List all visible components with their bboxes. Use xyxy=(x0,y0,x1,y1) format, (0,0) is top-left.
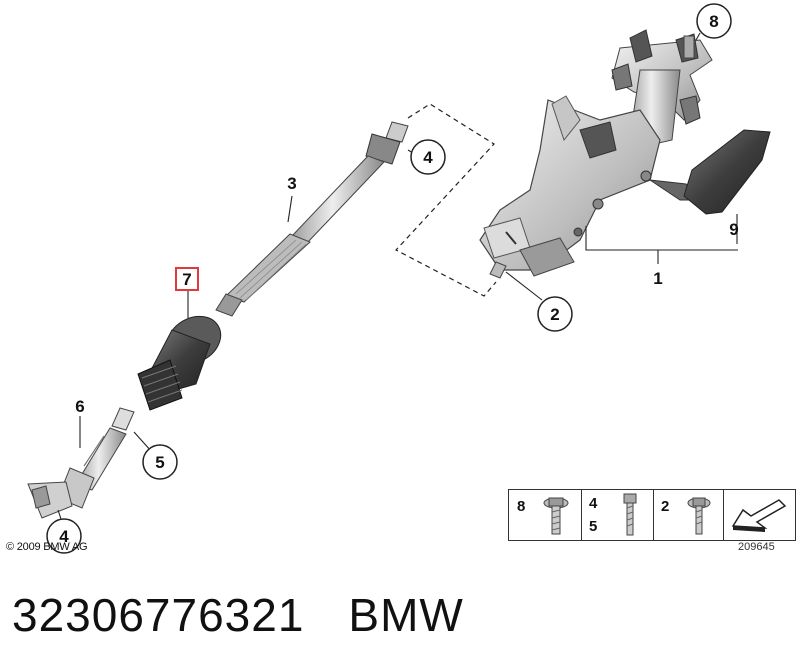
callout-1[interactable]: 1 xyxy=(653,269,662,288)
steering-boot xyxy=(137,315,222,411)
callout-5-label: 5 xyxy=(155,453,164,472)
legend-num-8: 8 xyxy=(517,498,526,515)
lower-universal-joint xyxy=(27,407,135,519)
diagram-reference-number: 209645 xyxy=(738,541,775,553)
steering-column-assembly xyxy=(479,29,771,279)
callout-6[interactable]: 6 xyxy=(75,397,84,416)
callout-4-bottom-label: 4 xyxy=(59,527,69,546)
callout-5[interactable]: 5 xyxy=(142,444,178,480)
dashed-leader-4 xyxy=(395,103,497,297)
hex-bolt-icon xyxy=(623,493,637,536)
callout-7-highlighted[interactable]: 7 xyxy=(175,267,199,291)
legend-cell-2: 2 xyxy=(653,490,724,540)
part-caption: 32306776321 BMW xyxy=(12,588,508,642)
callout-2-label: 2 xyxy=(550,305,559,324)
legend-cell-8: 8 xyxy=(509,490,582,540)
callout-8[interactable]: 8 xyxy=(696,3,732,39)
fastener-legend: 8 4 5 2 xyxy=(508,489,796,541)
legend-num-4: 4 xyxy=(589,495,598,512)
callout-4-bottom[interactable]: 4 xyxy=(46,518,82,554)
callout-2[interactable]: 2 xyxy=(537,296,573,332)
callout-7-label: 7 xyxy=(182,270,191,289)
callout-4-top-label: 4 xyxy=(423,148,433,167)
flange-bolt-icon xyxy=(543,497,569,535)
legend-num-5: 5 xyxy=(589,518,598,535)
callout-8-label: 8 xyxy=(709,12,718,31)
brand-name: BMW xyxy=(348,589,464,641)
legend-num-2: 2 xyxy=(661,498,670,515)
intermediate-shaft xyxy=(215,121,409,317)
collar-bolt-icon xyxy=(687,497,711,535)
callout-3[interactable]: 3 xyxy=(287,174,296,193)
legend-cell-arrow xyxy=(723,490,795,540)
direction-arrow-icon xyxy=(731,499,787,532)
part-number: 32306776321 xyxy=(12,589,305,641)
callout-9[interactable]: 9 xyxy=(729,220,738,239)
callout-4-top[interactable]: 4 xyxy=(410,139,446,175)
copyright-notice: © 2009 BMW AG xyxy=(6,541,88,553)
legend-cell-4-5: 4 5 xyxy=(581,490,654,540)
